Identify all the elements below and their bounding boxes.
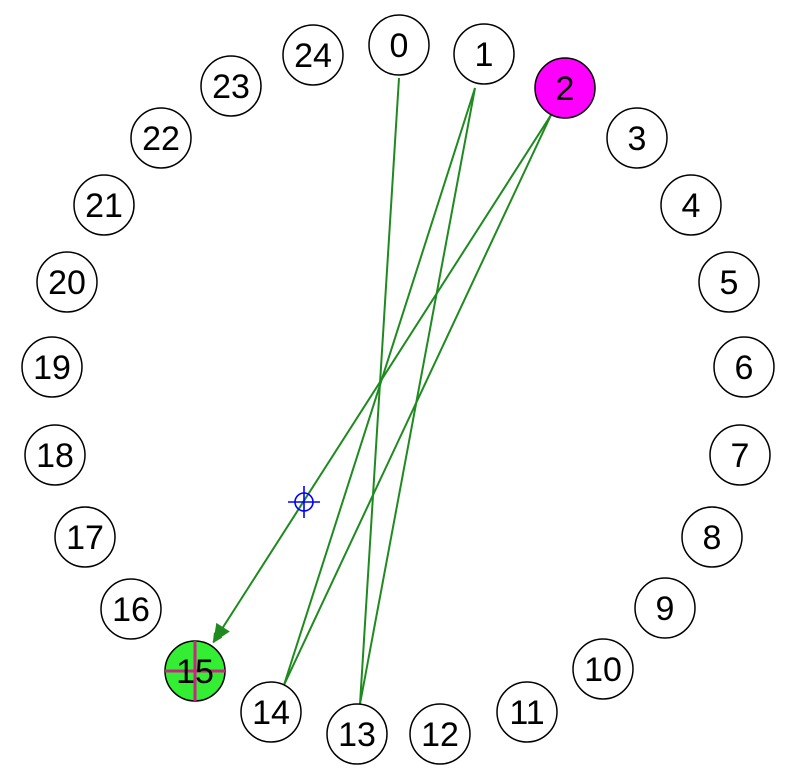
node-5[interactable]: 5 — [698, 251, 760, 313]
node-7[interactable]: 7 — [709, 424, 771, 486]
node-circle[interactable] — [200, 55, 262, 117]
node-circle[interactable] — [496, 681, 558, 743]
crosshair-icon — [288, 486, 320, 518]
node-label: 1 — [475, 36, 494, 74]
node-label: 4 — [682, 187, 701, 225]
node-circle[interactable] — [21, 336, 83, 398]
node-8[interactable]: 8 — [681, 506, 743, 568]
node-label: 8 — [703, 519, 722, 557]
node-13[interactable]: 13 — [326, 703, 388, 765]
node-circle[interactable] — [634, 577, 696, 639]
node-6[interactable]: 6 — [713, 336, 775, 398]
node-9[interactable]: 9 — [634, 577, 696, 639]
edge-0-13 — [359, 77, 400, 705]
node-22[interactable]: 22 — [130, 107, 192, 169]
node-circle[interactable] — [73, 174, 135, 236]
node-15[interactable]: 15 — [164, 640, 226, 702]
node-label: 16 — [112, 591, 150, 629]
node-label: 7 — [731, 437, 750, 475]
node-circle[interactable] — [681, 506, 743, 568]
node-circle[interactable] — [713, 336, 775, 398]
node-label: 13 — [338, 716, 376, 754]
node-12[interactable]: 12 — [409, 703, 471, 765]
node-circle[interactable] — [282, 24, 344, 86]
node-circle[interactable] — [130, 107, 192, 169]
node-circle[interactable] — [534, 57, 596, 119]
node-label: 14 — [252, 694, 290, 732]
node-circle[interactable] — [709, 424, 771, 486]
node-21[interactable]: 21 — [73, 174, 135, 236]
node-circle[interactable] — [54, 506, 116, 568]
node-11[interactable]: 11 — [496, 681, 558, 743]
node-label: 17 — [66, 519, 104, 557]
node-20[interactable]: 20 — [36, 251, 98, 313]
node-label: 23 — [212, 68, 250, 106]
node-circle[interactable] — [606, 107, 668, 169]
node-14[interactable]: 14 — [240, 681, 302, 743]
node-4[interactable]: 4 — [660, 174, 722, 236]
node-17[interactable]: 17 — [54, 506, 116, 568]
node-circle[interactable] — [368, 14, 430, 76]
node-label: 9 — [656, 590, 675, 628]
node-label: 19 — [33, 349, 71, 387]
node-16[interactable]: 16 — [100, 578, 162, 640]
node-circle[interactable] — [572, 638, 634, 700]
node-10[interactable]: 10 — [572, 638, 634, 700]
node-18[interactable]: 18 — [24, 424, 86, 486]
node-label: 20 — [48, 264, 86, 302]
node-circle[interactable] — [453, 23, 515, 85]
node-label: 21 — [85, 187, 123, 225]
node-label: 0 — [390, 27, 409, 65]
node-circle[interactable] — [100, 578, 162, 640]
node-19[interactable]: 19 — [21, 336, 83, 398]
edge-1-13 — [359, 87, 476, 705]
node-circle[interactable] — [409, 703, 471, 765]
node-label: 11 — [509, 694, 544, 732]
node-label: 15 — [176, 653, 214, 691]
arrowhead-icon — [213, 622, 230, 643]
node-circle[interactable] — [24, 424, 86, 486]
node-label: 5 — [720, 264, 739, 302]
node-label: 24 — [294, 37, 332, 75]
node-1[interactable]: 1 — [453, 23, 515, 85]
node-label: 18 — [36, 437, 74, 475]
node-circle[interactable] — [240, 681, 302, 743]
node-3[interactable]: 3 — [606, 107, 668, 169]
edges-layer — [212, 77, 552, 705]
node-0[interactable]: 0 — [368, 14, 430, 76]
node-label: 6 — [735, 349, 754, 387]
node-label: 10 — [584, 651, 622, 689]
node-label: 3 — [628, 120, 647, 158]
node-circle[interactable] — [326, 703, 388, 765]
node-label: 2 — [556, 70, 575, 108]
node-23[interactable]: 23 — [200, 55, 262, 117]
node-label: 12 — [421, 716, 459, 754]
node-circle[interactable] — [660, 174, 722, 236]
node-circle[interactable] — [36, 251, 98, 313]
node-24[interactable]: 24 — [282, 24, 344, 86]
node-2[interactable]: 2 — [534, 57, 596, 119]
node-label: 22 — [142, 120, 180, 158]
node-circle[interactable] — [698, 251, 760, 313]
